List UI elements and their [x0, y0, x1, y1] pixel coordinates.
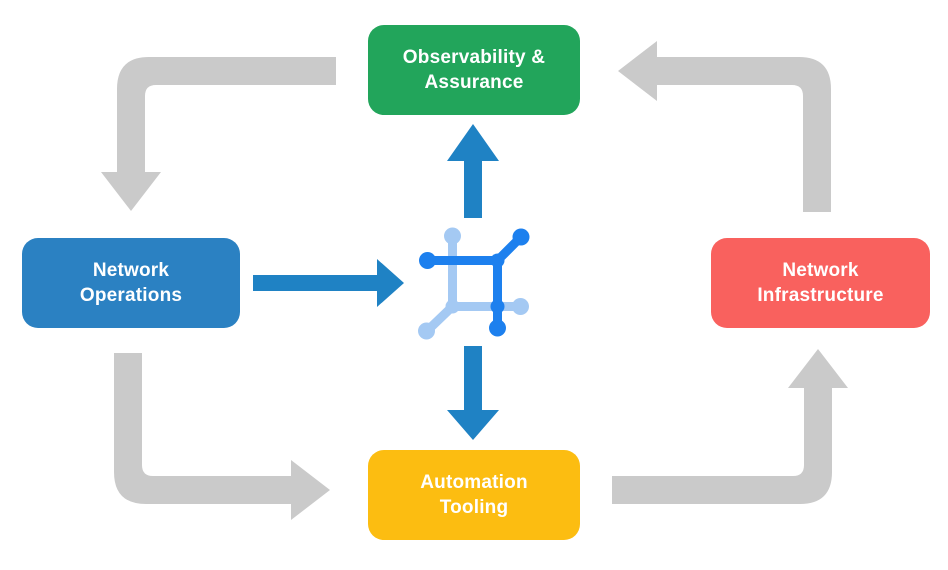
icon-node [490, 299, 505, 314]
arrow-infrastructure-to-observability [618, 41, 831, 212]
node-observability-label-line2: Assurance [424, 72, 524, 93]
icon-node [489, 319, 506, 337]
node-operations: Network Operations [22, 238, 240, 328]
icon-node [419, 252, 436, 269]
icon-node [490, 253, 505, 268]
icon-light-frame [448, 232, 502, 311]
icon-dark-dots [419, 228, 530, 337]
arrow-operations-to-icon [253, 259, 404, 307]
node-automation-label-line2: Tooling [439, 497, 509, 518]
node-automation-label-line1: Automation [420, 471, 528, 493]
arrow-observability-to-operations [101, 57, 336, 211]
arrow-icon-to-observability [447, 124, 499, 218]
icon-node [512, 298, 529, 315]
arrow-operations-to-automation [114, 353, 330, 520]
icon-node [418, 322, 435, 340]
node-operations-label-line2: Operations [79, 285, 183, 306]
node-infrastructure-label-line2: Infrastructure [757, 285, 884, 306]
arrow-icon-to-automation [447, 346, 499, 440]
icon-node [512, 228, 530, 246]
cycle-arrows [101, 41, 848, 520]
icon-node [444, 227, 461, 245]
node-observability-label-line1: Observability & [402, 46, 546, 68]
hub-arrows [253, 124, 499, 440]
icon-node [445, 299, 460, 314]
network-topology-icon [418, 227, 530, 340]
arrow-automation-to-infrastructure [612, 349, 848, 504]
node-operations-label-line1: Network [92, 259, 170, 281]
node-automation: Automation Tooling [368, 450, 580, 540]
icon-light-dots [418, 227, 529, 340]
node-infrastructure-label-line1: Network [782, 259, 859, 281]
node-observability: Observability & Assurance [368, 25, 580, 115]
node-infrastructure: Network Infrastructure [711, 238, 930, 328]
